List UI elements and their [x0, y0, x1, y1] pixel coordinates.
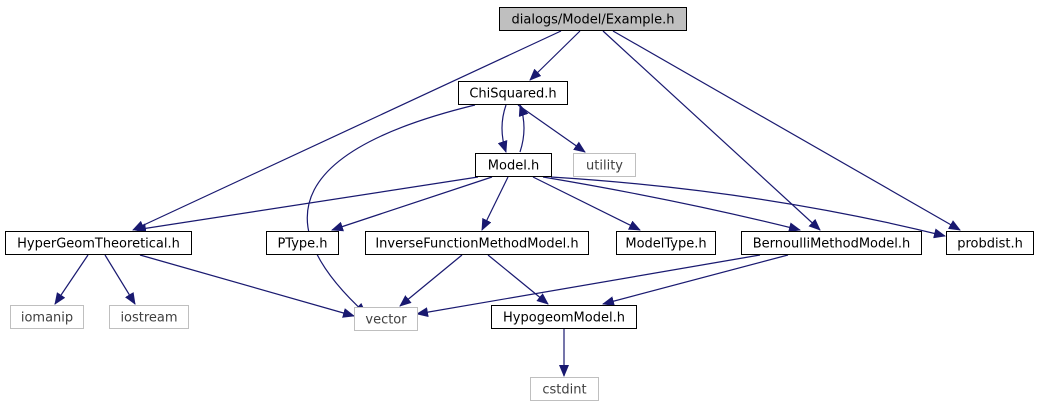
node-label-utility: utility — [586, 159, 623, 174]
node-box-modeltype — [616, 231, 716, 255]
edge-inverse-to-vector — [399, 254, 463, 307]
node-chisquared[interactable]: ChiSquared.h — [458, 81, 568, 105]
node-iostream: iostream — [109, 305, 189, 329]
node-box-inverse — [365, 231, 589, 255]
node-bernoulli[interactable]: BernoulliMethodModel.h — [741, 231, 922, 255]
node-box-bernoulli — [741, 231, 922, 255]
node-label-iomanip: iomanip — [21, 311, 73, 326]
node-vector: vector — [354, 307, 418, 331]
node-box-iomanip — [10, 305, 84, 329]
edge-example-to-chisquared — [529, 30, 581, 81]
node-box-hypogeom — [491, 305, 637, 329]
edge-chisquared-to-vector — [306, 104, 476, 315]
node-label-example: dialogs/Model/Example.h — [512, 13, 675, 28]
node-inverse[interactable]: InverseFunctionMethodModel.h — [365, 231, 589, 255]
edge-model-to-bernoulli — [542, 176, 801, 233]
node-box-hypergeom — [5, 231, 192, 255]
node-ptype[interactable]: PType.h — [266, 231, 339, 255]
node-label-cstdint: cstdint — [542, 383, 586, 398]
edge-example-to-hypergeom — [132, 30, 562, 231]
node-example[interactable]: dialogs/Model/Example.h — [499, 7, 687, 31]
node-model[interactable]: Model.h — [475, 153, 552, 177]
node-box-vector — [354, 307, 418, 331]
node-label-hypogeom: HypogeomModel.h — [503, 311, 625, 326]
node-hypogeom[interactable]: HypogeomModel.h — [491, 305, 637, 329]
node-label-iostream: iostream — [120, 311, 177, 326]
node-box-example — [499, 7, 687, 31]
node-box-model — [475, 153, 552, 177]
edge-hypergeom-to-vector — [139, 254, 355, 318]
edge-model-to-chisquared — [518, 104, 529, 153]
node-label-chisquared: ChiSquared.h — [469, 87, 556, 102]
node-label-probdist: probdist.h — [957, 237, 1023, 252]
node-label-ptype: PType.h — [277, 237, 327, 252]
edge-example-to-bernoulli — [602, 30, 821, 231]
edge-bernoulli-to-hypogeom — [602, 254, 789, 307]
node-label-bernoulli: BernoulliMethodModel.h — [753, 237, 910, 252]
node-box-cstdint — [530, 377, 599, 401]
edge-hypergeom-to-iomanip — [54, 254, 89, 305]
node-modeltype[interactable]: ModelType.h — [616, 231, 716, 255]
node-probdist[interactable]: probdist.h — [946, 231, 1034, 255]
edges-layer — [54, 30, 961, 377]
edge-model-to-hypergeom — [134, 176, 479, 234]
node-hypergeom[interactable]: HyperGeomTheoretical.h — [5, 231, 192, 255]
node-box-iostream — [109, 305, 189, 329]
edge-inverse-to-hypogeom — [487, 254, 549, 305]
node-label-hypergeom: HyperGeomTheoretical.h — [17, 237, 180, 252]
node-label-modeltype: ModelType.h — [625, 237, 706, 252]
edge-bernoulli-to-vector — [416, 254, 761, 318]
edge-model-to-modeltype — [532, 176, 641, 231]
edge-model-to-ptype — [331, 176, 493, 232]
node-label-model: Model.h — [488, 159, 539, 174]
edge-hypergeom-to-iostream — [104, 254, 136, 305]
edge-chisquared-to-model — [497, 104, 508, 153]
edge-chisquared-to-utility — [517, 104, 586, 153]
node-box-probdist — [946, 231, 1034, 255]
node-label-vector: vector — [365, 313, 407, 328]
node-box-utility — [573, 153, 636, 177]
node-utility: utility — [573, 153, 636, 177]
edge-model-to-inverse — [481, 176, 509, 231]
node-cstdint: cstdint — [530, 377, 599, 401]
edge-example-to-probdist — [612, 30, 961, 231]
node-iomanip: iomanip — [10, 305, 84, 329]
edge-model-to-probdist — [550, 176, 946, 239]
node-label-inverse: InverseFunctionMethodModel.h — [375, 237, 578, 252]
node-box-chisquared — [458, 81, 568, 105]
node-box-ptype — [266, 231, 339, 255]
